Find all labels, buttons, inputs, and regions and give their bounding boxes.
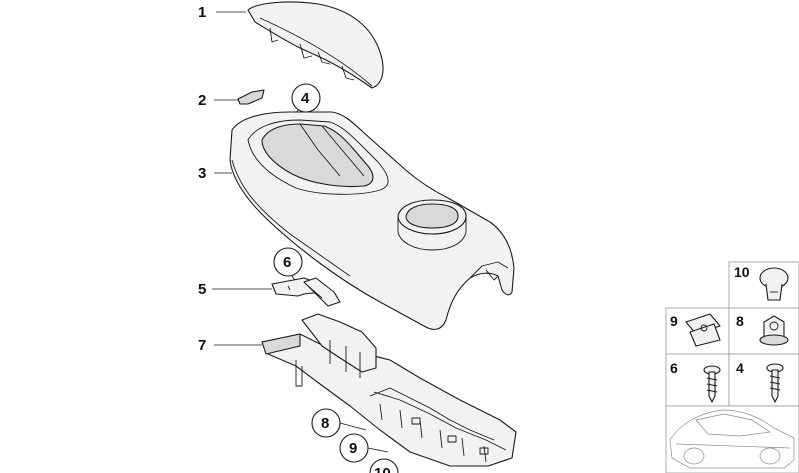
callout-2: 2 [198, 92, 206, 109]
hex-nut-icon [759, 315, 789, 346]
clip-nut-icon [685, 313, 721, 347]
callout-8: 8 [321, 415, 329, 432]
callout-6-circle [273, 247, 303, 277]
leader-9 [367, 447, 389, 453]
legend-num-9: 9 [670, 313, 678, 329]
leader-8 [339, 422, 367, 431]
legend-cell-6 [665, 353, 730, 407]
callout-4: 4 [301, 90, 310, 107]
callout-7: 7 [198, 337, 206, 354]
push-rivet-icon [759, 267, 789, 301]
screw-icon-4 [766, 363, 784, 403]
legend-num-4: 4 [736, 360, 744, 376]
legend-num-8: 8 [736, 313, 744, 329]
part-7-carrier[interactable] [261, 313, 517, 467]
legend-num-6: 6 [670, 360, 678, 376]
part-1-armrest-cover[interactable] [247, 1, 384, 89]
car-silhouette-icon [669, 409, 795, 469]
legend-num-10: 10 [734, 264, 750, 280]
callout-9: 9 [349, 440, 357, 457]
part-5-bracket[interactable] [271, 277, 341, 307]
callout-10: 10 [374, 465, 391, 473]
legend-cell-4 [728, 353, 799, 407]
part-3-center-console[interactable] [229, 111, 515, 330]
callout-3: 3 [198, 165, 206, 182]
part-2-cap[interactable] [237, 89, 265, 105]
callout-6: 6 [283, 254, 291, 271]
fastener-legend: 10 9 8 6 4 [665, 261, 799, 473]
screw-icon-6 [703, 365, 721, 403]
callout-1: 1 [198, 4, 206, 21]
callout-5: 5 [198, 281, 206, 298]
callout-10-circle [369, 458, 399, 473]
